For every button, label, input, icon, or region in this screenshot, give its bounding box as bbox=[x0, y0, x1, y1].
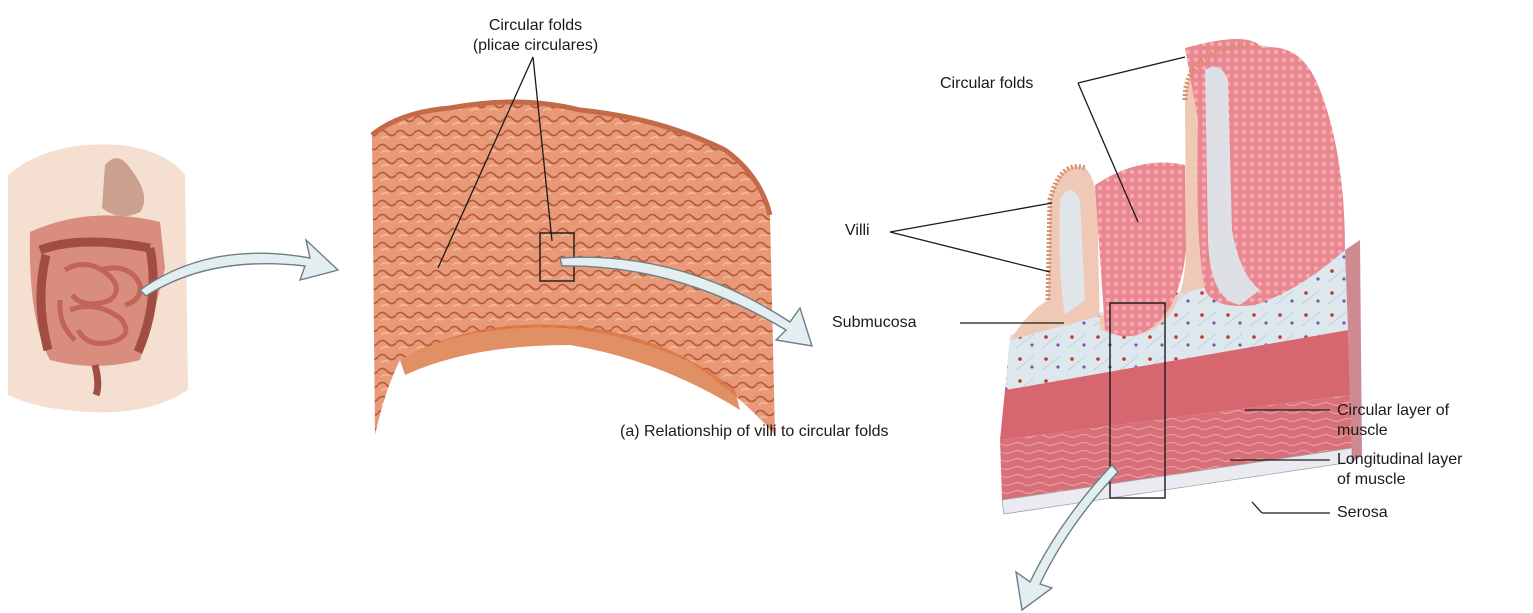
intestinal-wall-section bbox=[1000, 39, 1362, 514]
label-villi: Villi bbox=[845, 221, 870, 241]
label-circular-folds-top: Circular folds (plicae circulares) bbox=[448, 16, 623, 56]
label-circular-muscle-line2: muscle bbox=[1337, 421, 1449, 441]
label-submucosa: Submucosa bbox=[832, 313, 917, 333]
label-circular-folds-top-line2: (plicae circulares) bbox=[448, 36, 623, 56]
label-longitudinal-muscle: Longitudinal layer of muscle bbox=[1337, 450, 1462, 490]
label-serosa: Serosa bbox=[1337, 503, 1388, 523]
label-circular-muscle: Circular layer of muscle bbox=[1337, 401, 1449, 441]
label-longitudinal-muscle-line1: Longitudinal layer bbox=[1337, 450, 1462, 470]
figure-caption: (a) Relationship of villi to circular fo… bbox=[620, 422, 889, 442]
label-circular-folds-top-line1: Circular folds bbox=[448, 16, 623, 36]
label-longitudinal-muscle-line2: of muscle bbox=[1337, 470, 1462, 490]
circular-folds-photo bbox=[372, 102, 775, 435]
label-circular-folds-right: Circular folds bbox=[940, 74, 1033, 94]
label-circular-muscle-line1: Circular layer of bbox=[1337, 401, 1449, 421]
